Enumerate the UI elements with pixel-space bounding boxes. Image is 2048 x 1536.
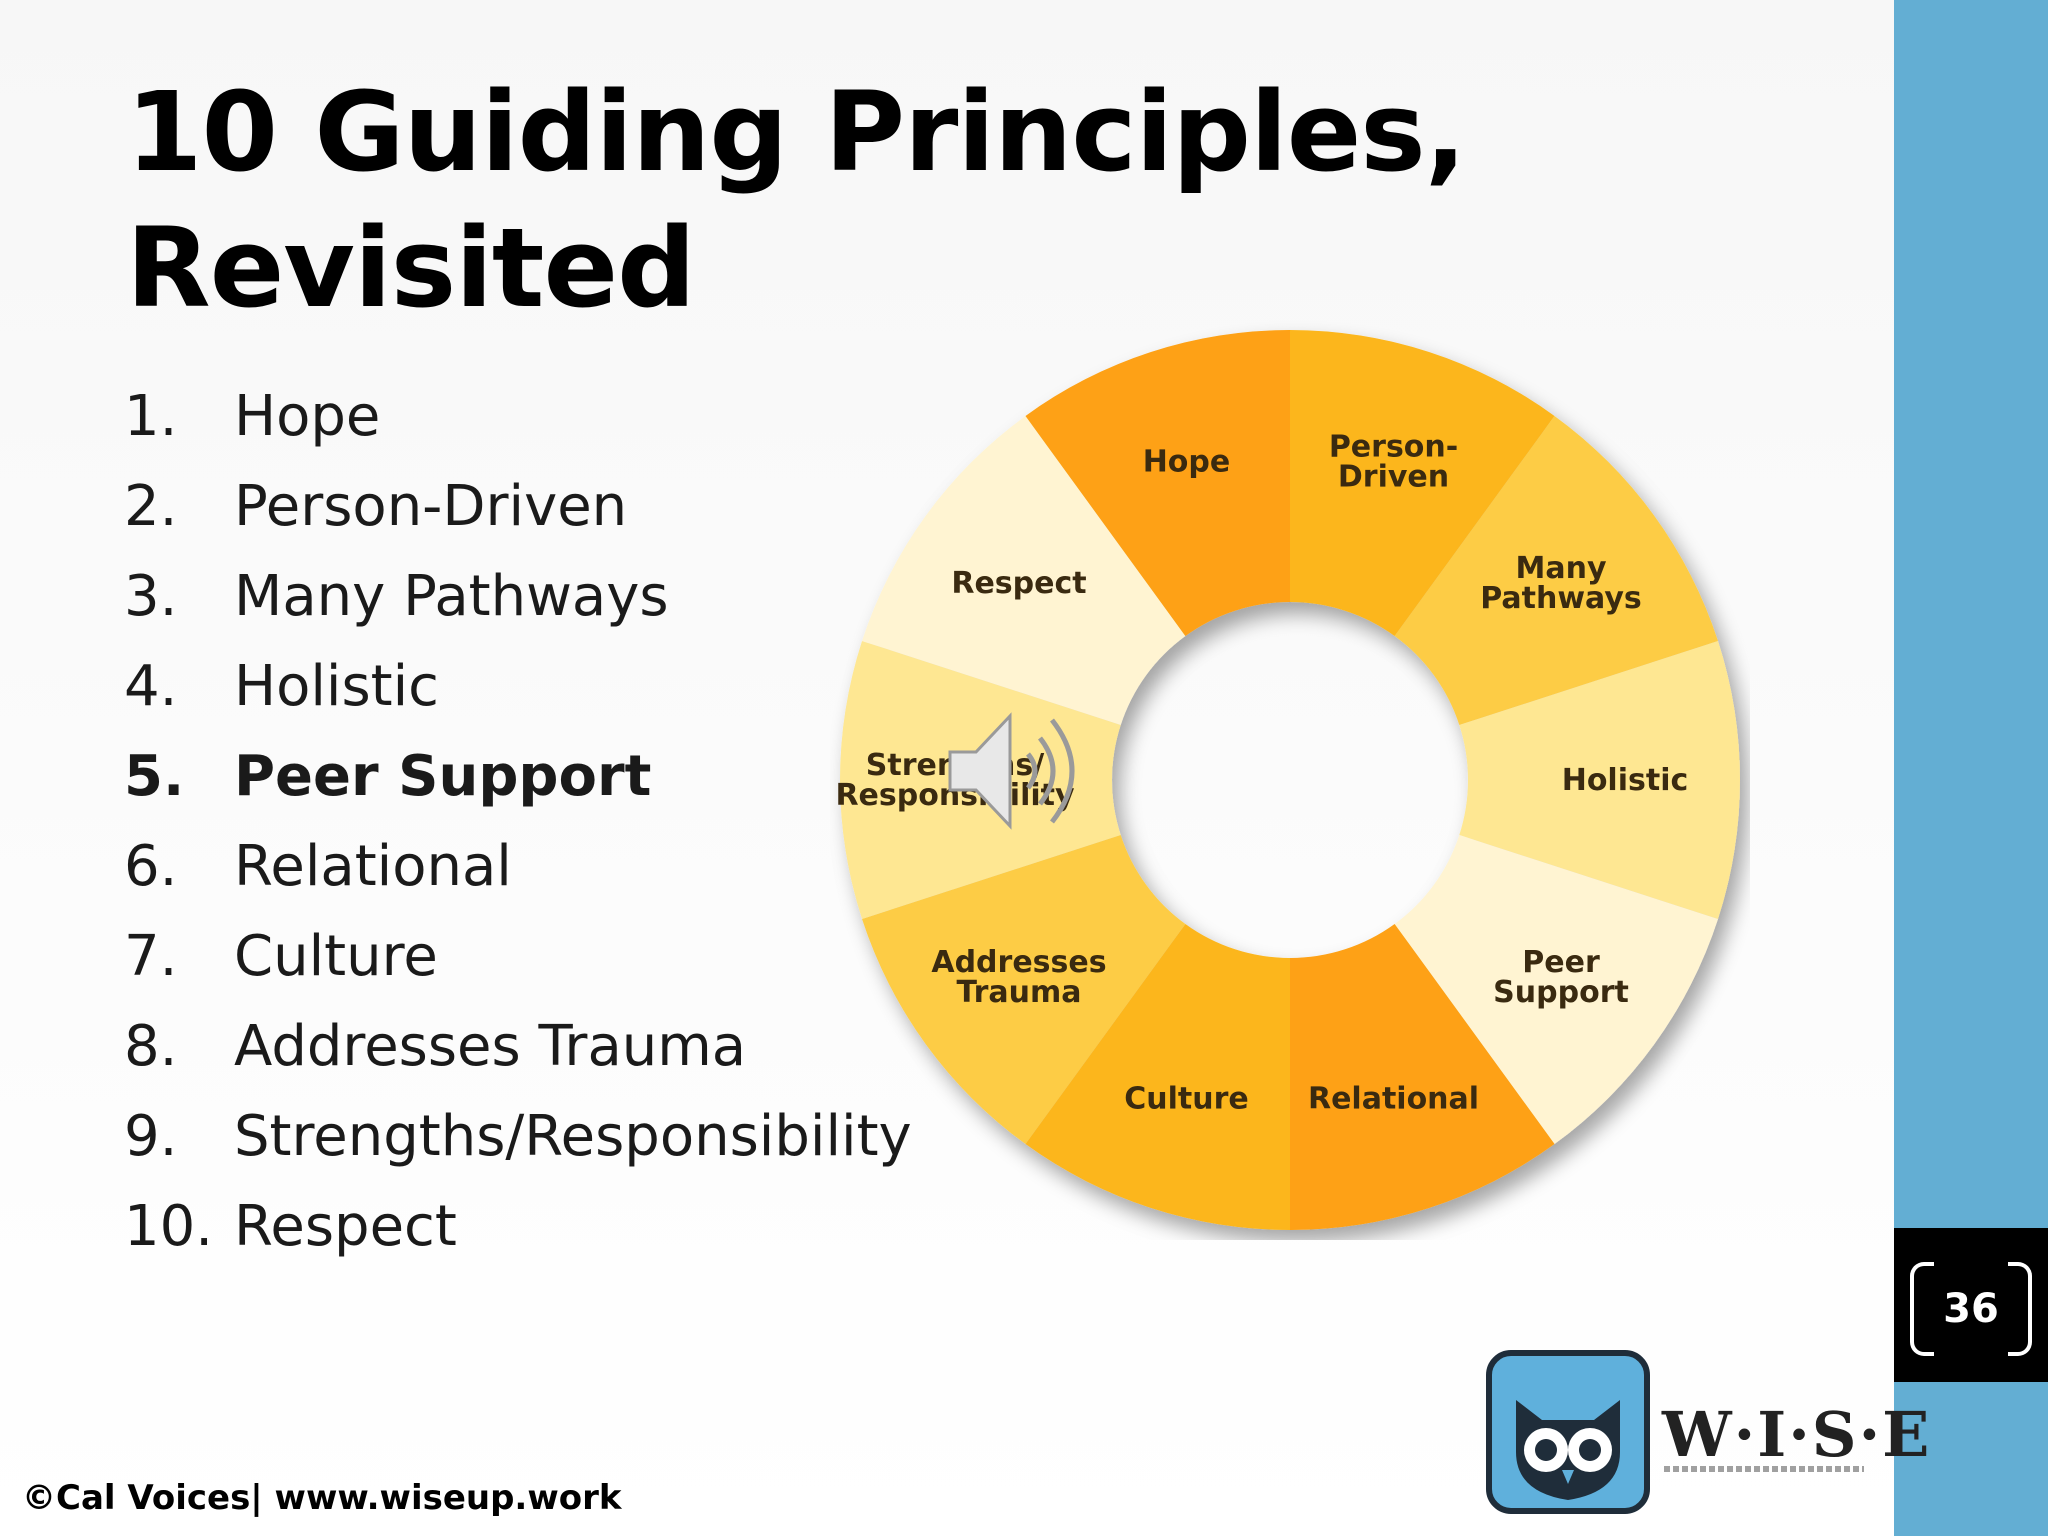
list-item: 3. Many Pathways [124, 552, 912, 642]
item-number: 4. [124, 654, 178, 719]
item-label: Strengths/Responsibility [234, 1104, 912, 1169]
item-label: Peer Support [234, 744, 652, 809]
title-line-1: 10 Guiding Principles, [126, 68, 1467, 196]
item-number: 9. [124, 1104, 178, 1169]
list-item: 1. Hope [124, 372, 912, 462]
wheel-segment [1394, 835, 1718, 1145]
item-number: 6. [124, 834, 178, 899]
item-label: Person-Driven [234, 474, 628, 539]
logo-wordmark: W·I·S·E [1662, 1398, 1932, 1471]
list-item-highlighted: 5. Peer Support [124, 732, 912, 822]
item-label: Culture [234, 924, 438, 989]
wheel-segment [862, 415, 1186, 725]
item-number: 5. [124, 744, 185, 809]
list-item: 10. Respect [124, 1182, 912, 1272]
owl-icon [1486, 1350, 1650, 1514]
item-number: 1. [124, 384, 178, 449]
item-number: 10. [124, 1194, 214, 1259]
list-item: 6. Relational [124, 822, 912, 912]
list-item: 2. Person-Driven [124, 462, 912, 552]
wheel-segment-label: Person-Driven [1329, 429, 1458, 494]
title-line-2: Revisited [126, 204, 696, 332]
page-number-text: 36 [1943, 1286, 1999, 1332]
principles-list: 1. Hope 2. Person-Driven 3. Many Pathways 4… [124, 372, 912, 1272]
wheel-segment-label: Culture [1124, 1082, 1249, 1117]
item-label: Holistic [234, 654, 439, 719]
item-label: Hope [234, 384, 381, 449]
item-number: 2. [124, 474, 178, 539]
bracket-left-icon [1910, 1262, 1934, 1356]
wheel-segment-label: Holistic [1562, 763, 1689, 798]
list-item: 7. Culture [124, 912, 912, 1002]
wheel-segment [1290, 924, 1555, 1230]
item-label: Addresses Trauma [234, 1014, 747, 1079]
wheel-segment [1459, 640, 1740, 920]
footer-credit: ©Cal Voices| www.wiseup.work [22, 1478, 622, 1518]
wheel-segment [1025, 924, 1290, 1230]
page-number: 36 [1910, 1262, 2032, 1356]
page-title: 10 Guiding Principles, Revisited [126, 64, 1626, 336]
item-label: Relational [234, 834, 512, 899]
wheel-segment-label: Relational [1308, 1082, 1479, 1117]
item-label: Many Pathways [234, 564, 669, 629]
speaker-icon[interactable] [946, 706, 1106, 836]
item-number: 8. [124, 1014, 178, 1079]
item-number: 7. [124, 924, 178, 989]
bracket-right-icon [2008, 1262, 2032, 1356]
wheel-segment-label: Hope [1143, 444, 1231, 479]
list-item: 8. Addresses Trauma [124, 1002, 912, 1092]
logo-tagline [1664, 1466, 1864, 1472]
item-number: 3. [124, 564, 178, 629]
page-number-box [1894, 1228, 2048, 1382]
wheel-segment [1394, 415, 1718, 725]
wheel-segment [862, 835, 1186, 1145]
wheel-segment-label: Respect [951, 566, 1086, 601]
list-item: 9. Strengths/Responsibility [124, 1092, 912, 1182]
list-item: 4. Holistic [124, 642, 912, 732]
item-label: Respect [234, 1194, 457, 1259]
wheel-segment [1025, 330, 1290, 636]
wheel-segment [1290, 330, 1555, 636]
